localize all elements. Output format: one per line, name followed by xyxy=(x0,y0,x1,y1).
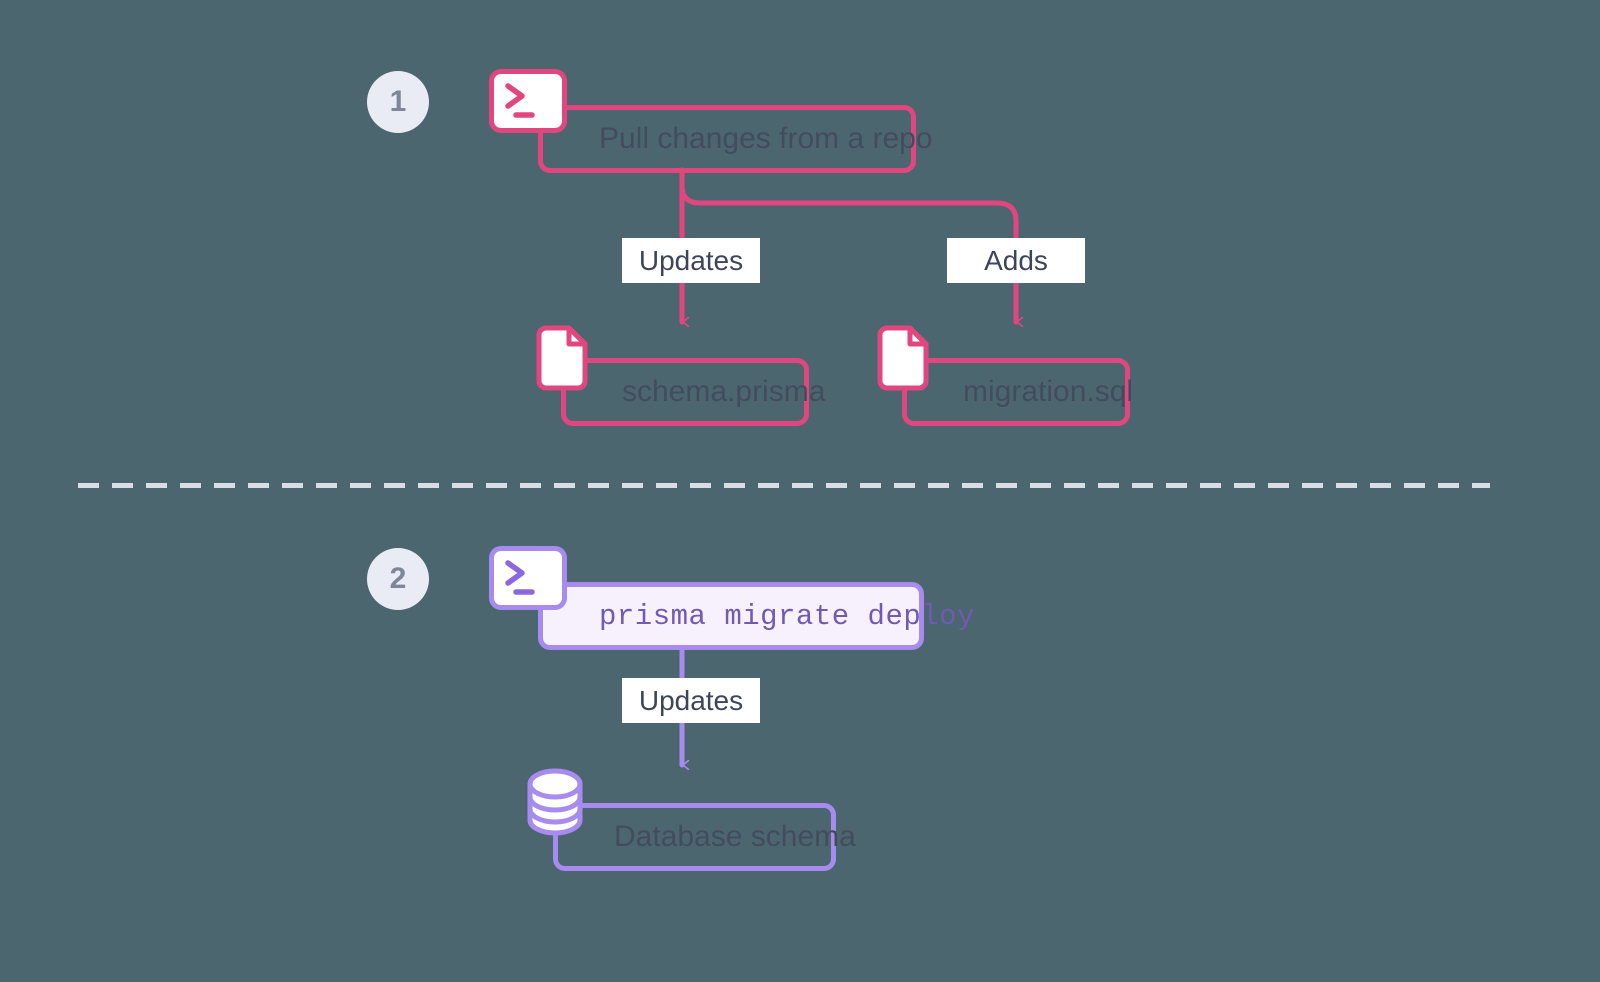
command-label-text: Pull changes from a repo xyxy=(599,122,933,155)
artifact-label-box-schema: schema.prisma xyxy=(561,358,825,426)
edge-label-text: Adds xyxy=(984,244,1048,276)
edge-label-text: Updates xyxy=(638,684,744,716)
database-glyph xyxy=(527,768,583,836)
command-label-box-1: Pull changes from a repo xyxy=(538,105,933,173)
artifact-label-text: schema.prisma xyxy=(622,375,826,408)
file-icon xyxy=(533,322,591,394)
command-label-text: prisma migrate deploy xyxy=(599,599,975,633)
edge-label-adds: Adds xyxy=(947,238,1085,283)
step-number-label: 1 xyxy=(389,85,407,118)
edge-label-updates: Updates xyxy=(622,678,760,723)
file-glyph xyxy=(877,325,929,391)
command-label-box-2: prisma migrate deploy xyxy=(538,582,974,650)
file-glyph xyxy=(536,325,588,391)
file-icon xyxy=(874,322,932,394)
section-divider xyxy=(78,483,1490,488)
step-number-badge-1: 1 xyxy=(367,71,429,133)
edge-label-text: Updates xyxy=(638,244,744,276)
artifact-label-text: migration.sql xyxy=(963,375,1134,408)
step-number-label: 2 xyxy=(389,562,407,595)
terminal-icon xyxy=(489,546,567,610)
artifact-label-box-migration: migration.sql xyxy=(902,358,1134,426)
terminal-glyph xyxy=(505,83,535,118)
terminal-icon xyxy=(489,69,567,133)
artifact-label-box-database: Database schema xyxy=(553,803,856,871)
artifact-label-text: Database schema xyxy=(614,820,856,853)
step-number-badge-2: 2 xyxy=(367,548,429,610)
terminal-glyph xyxy=(505,560,535,595)
database-icon xyxy=(524,768,583,840)
edge-label-updates: Updates xyxy=(622,238,760,283)
